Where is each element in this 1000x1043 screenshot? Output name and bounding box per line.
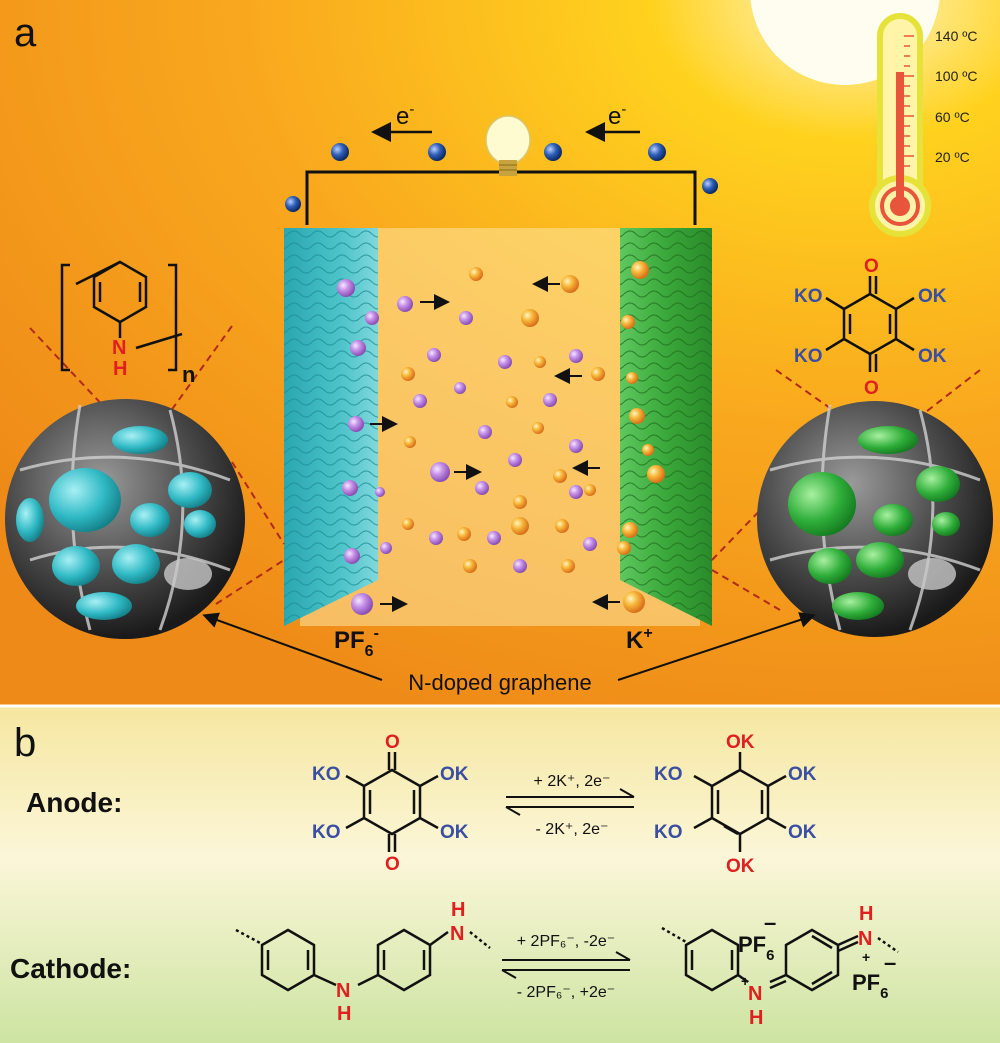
quinone-top-o: O <box>864 256 879 277</box>
graphene-pointers <box>202 612 816 681</box>
anode-left-ko-tl: KO <box>312 764 341 785</box>
anode-forward-conditions: + 2K⁺, 2e⁻ <box>534 773 611 790</box>
ion-motion-arrows <box>370 276 620 612</box>
polyaniline-subscript: n <box>182 362 195 387</box>
cathode-right-plus2: + <box>862 949 870 965</box>
cathode-left-h2: H <box>451 899 465 921</box>
quinone-ok-tr: OK <box>918 286 947 307</box>
cathode-right-n2: N <box>858 928 872 950</box>
cathode-label: Cathode: <box>10 953 131 984</box>
graphene-sphere-cathode <box>5 325 285 639</box>
anode-reverse-conditions: - 2K⁺, 2e⁻ <box>536 821 609 838</box>
anode-hydroquinone-right <box>693 752 787 852</box>
cation-particles <box>401 261 665 613</box>
cathode-pf6-b: PF6 <box>852 970 888 1002</box>
cathode-reverse-conditions: - 2PF₆⁻, +2e⁻ <box>517 984 616 1001</box>
panel-a: a 140 ºC 100 ºC 60 ºC 20 ºC <box>0 0 1000 706</box>
panel-b: b Anode: Cathode: O O KO OK KO OK + 2K⁺,… <box>0 704 1000 1043</box>
cathode-polyaniline-right <box>661 926 899 992</box>
cathode-left-n1: N <box>336 980 350 1002</box>
panel-b-letter: b <box>14 721 36 765</box>
electron-label-right: e- <box>608 101 626 130</box>
electron-label-left: e- <box>396 101 414 130</box>
panel-b-background <box>0 706 1000 1043</box>
anode-label: Anode: <box>26 787 122 818</box>
cathode-right-h1: H <box>749 1007 763 1029</box>
anode-left-bottom-o: O <box>385 854 400 875</box>
quinone-structure-a <box>825 276 915 372</box>
cathode-pf6-a: PF6 <box>738 932 774 964</box>
cathode-equilibrium-arrows <box>501 951 631 979</box>
anode-right-ko-tl: KO <box>654 764 683 785</box>
polyaniline-n: N <box>112 337 126 359</box>
anode-left-ok-br: OK <box>440 822 469 843</box>
cathode-forward-conditions: + 2PF₆⁻, -2e⁻ <box>517 933 616 950</box>
panel-a-letter: a <box>14 11 37 55</box>
anode-electrode <box>620 228 712 626</box>
anode-right-bottom-ok: OK <box>726 856 755 877</box>
cathode-left-h1: H <box>337 1003 351 1025</box>
quinone-ko-bl: KO <box>794 346 823 367</box>
thermo-tick-100: 100 ºC <box>935 68 977 84</box>
graphene-sphere-anode <box>711 369 993 637</box>
anode-left-ko-bl: KO <box>312 822 341 843</box>
anode-right-ko-bl: KO <box>654 822 683 843</box>
cathode-pf6-a-minus: – <box>764 910 776 935</box>
anode-left-top-o: O <box>385 732 400 753</box>
anode-left-ok-tr: OK <box>440 764 469 785</box>
anion-particles <box>337 279 597 615</box>
cathode-pf6-b-minus: – <box>884 950 896 975</box>
pf6-anion-label: PF6- <box>334 625 379 660</box>
k-cation-label: K+ <box>626 625 653 654</box>
cathode-right-plus1: + <box>741 973 749 989</box>
quinone-ok-br: OK <box>918 346 947 367</box>
electron-balls <box>285 143 718 212</box>
cathode-electrode <box>284 228 378 626</box>
polyaniline-structure <box>60 260 183 372</box>
anode-equilibrium-arrows <box>505 788 635 816</box>
light-bulb-icon <box>485 115 531 176</box>
cathode-left-n2: N <box>450 923 464 945</box>
anode-right-ok-br: OK <box>788 822 817 843</box>
cathode-polyaniline-left <box>235 928 491 992</box>
cathode-right-h2: H <box>859 903 873 925</box>
quinone-bottom-o: O <box>864 378 879 399</box>
anode-right-top-ok: OK <box>726 732 755 753</box>
quinone-ko-tl: KO <box>794 286 823 307</box>
thermometer-icon <box>869 13 931 237</box>
anode-right-ok-tr: OK <box>788 764 817 785</box>
thermo-tick-60: 60 ºC <box>935 109 970 125</box>
graphene-label: N-doped graphene <box>408 670 591 695</box>
thermo-tick-20: 20 ºC <box>935 149 970 165</box>
cathode-right-n1: N <box>748 983 762 1005</box>
anode-quinone-left <box>345 752 439 852</box>
thermo-tick-140: 140 ºC <box>935 28 977 44</box>
polyaniline-h: H <box>113 358 127 380</box>
